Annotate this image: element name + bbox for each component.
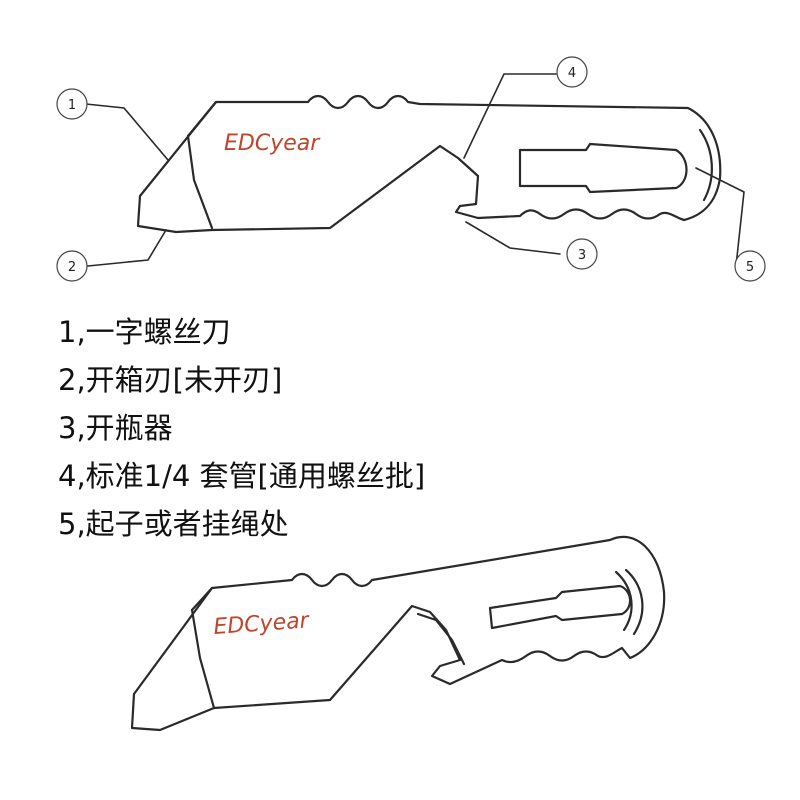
legend-list: 1,一字螺丝刀 2,开箱刃[未开刃] 3,开瓶器 4,标准1/4 套管[通用螺丝… — [58, 308, 425, 548]
legend-item-1: 1,一字螺丝刀 — [58, 315, 231, 349]
callout-3-number: 3 — [578, 248, 586, 263]
tool-bottom-opener-inner — [416, 612, 466, 666]
tool-top-view: EDCyear — [136, 94, 722, 234]
brand-logo-bottom: EDCyear — [213, 608, 312, 640]
tool-bottom-blade-edge — [190, 586, 214, 612]
callout-5-number: 5 — [746, 260, 754, 275]
legend-item-5: 5,起子或者挂绳处 — [58, 507, 289, 541]
callout-3-leader — [465, 221, 561, 255]
callout-1-number: 1 — [68, 98, 76, 113]
lanyard-curve-top — [698, 128, 713, 202]
tool-bottom-body-outline — [130, 535, 666, 732]
bit-socket-slot-bottom — [488, 584, 632, 630]
legend-item-4: 4,标准1/4 套管[通用螺丝批] — [58, 459, 426, 493]
lanyard-curve-bottom-inner — [614, 570, 633, 632]
tool-top-body-outline — [136, 94, 722, 234]
callout-4: 4 — [556, 56, 588, 88]
callout-2: 2 — [56, 250, 88, 282]
tool-top-blade-edge — [186, 100, 218, 138]
bit-socket-slot-top — [518, 142, 688, 194]
callout-leaders — [85, 73, 745, 267]
tool-top-head-divider — [186, 134, 214, 230]
callout-5: 5 — [734, 250, 766, 282]
callout-2-leader — [87, 229, 167, 267]
brand-logo-top: EDCyear — [224, 131, 321, 156]
legend-item-3: 3,开瓶器 — [58, 411, 173, 445]
callout-1: 1 — [56, 88, 88, 120]
callout-5-leader — [695, 167, 745, 267]
legend-item-2: 2,开箱刃[未开刃] — [58, 363, 283, 397]
callout-4-number: 4 — [568, 66, 576, 81]
callout-3: 3 — [566, 238, 598, 270]
lanyard-curve-bottom — [624, 568, 644, 636]
tool-bottom-view: EDCyear — [130, 535, 666, 732]
callout-1-leader — [85, 103, 169, 161]
tool-bottom-thickness-edge — [190, 608, 216, 710]
callout-4-leader — [463, 73, 557, 159]
callout-2-number: 2 — [68, 260, 76, 275]
